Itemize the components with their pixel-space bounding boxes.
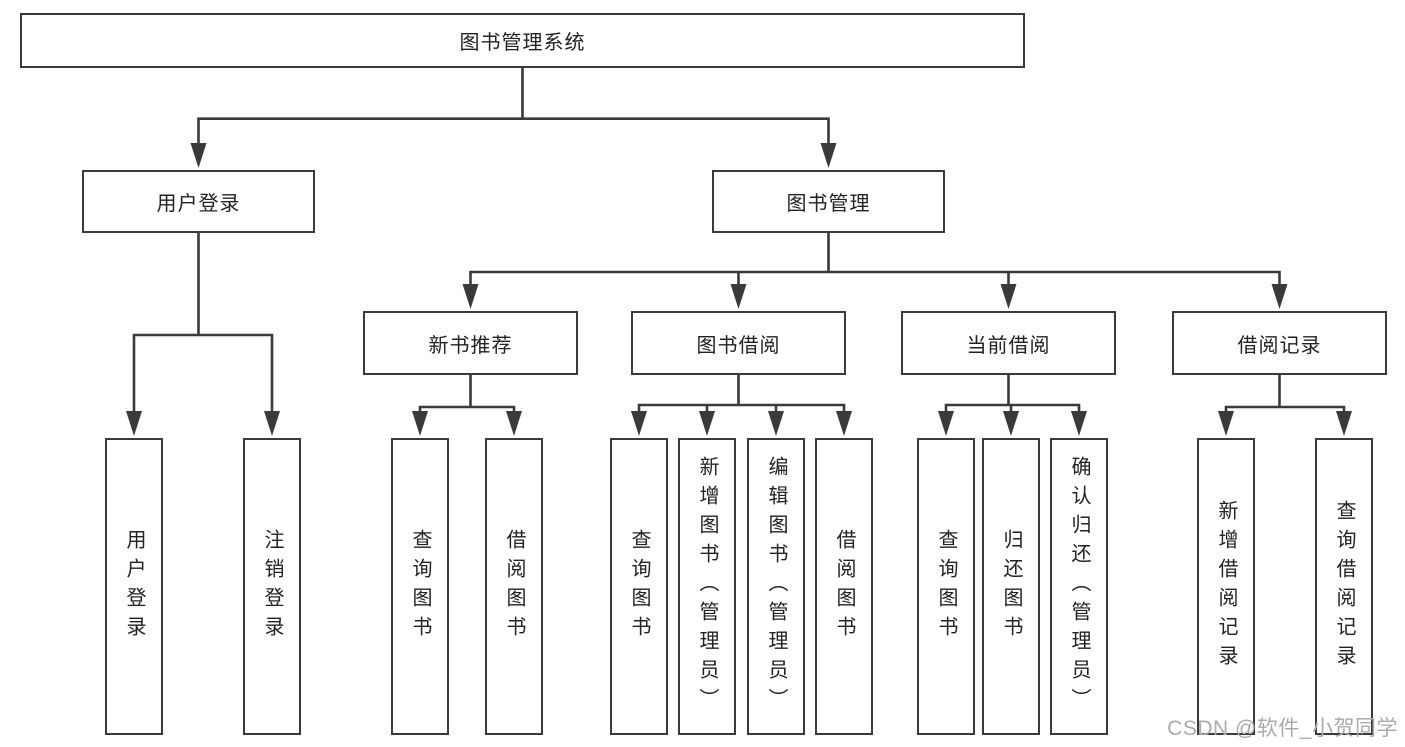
- leaf-confirm-return-admin: 确认归还（管理员）: [1050, 438, 1108, 735]
- leaf-edit-books-admin: 编辑图书（管理员）: [747, 438, 805, 735]
- node-library-management-system: 图书管理系统: [20, 13, 1025, 68]
- node-user-login: 用户登录: [82, 170, 315, 233]
- node-borrowing-records: 借阅记录: [1172, 311, 1387, 375]
- leaf-borrow-books-borrowing: 借阅图书: [815, 438, 873, 735]
- leaf-query-books-current: 查询图书: [917, 438, 975, 735]
- leaf-return-books: 归还图书: [982, 438, 1040, 735]
- leaf-query-books-recommend: 查询图书: [391, 438, 449, 735]
- leaf-user-login: 用户登录: [105, 438, 163, 735]
- leaf-add-borrow-record: 新增借阅记录: [1197, 438, 1255, 735]
- leaf-borrow-books-recommend: 借阅图书: [485, 438, 543, 735]
- node-new-book-recommendation: 新书推荐: [363, 311, 578, 375]
- csdn-watermark: CSDN @软件_小贺同学: [1167, 717, 1398, 740]
- node-current-borrowing: 当前借阅: [901, 311, 1116, 375]
- leaf-query-borrow-record: 查询借阅记录: [1315, 438, 1373, 735]
- leaf-logout: 注销登录: [243, 438, 301, 735]
- node-book-borrowing: 图书借阅: [631, 311, 846, 375]
- node-book-management: 图书管理: [712, 170, 945, 233]
- leaf-query-books-borrowing: 查询图书: [610, 438, 668, 735]
- leaf-add-books-admin: 新增图书（管理员）: [678, 438, 736, 735]
